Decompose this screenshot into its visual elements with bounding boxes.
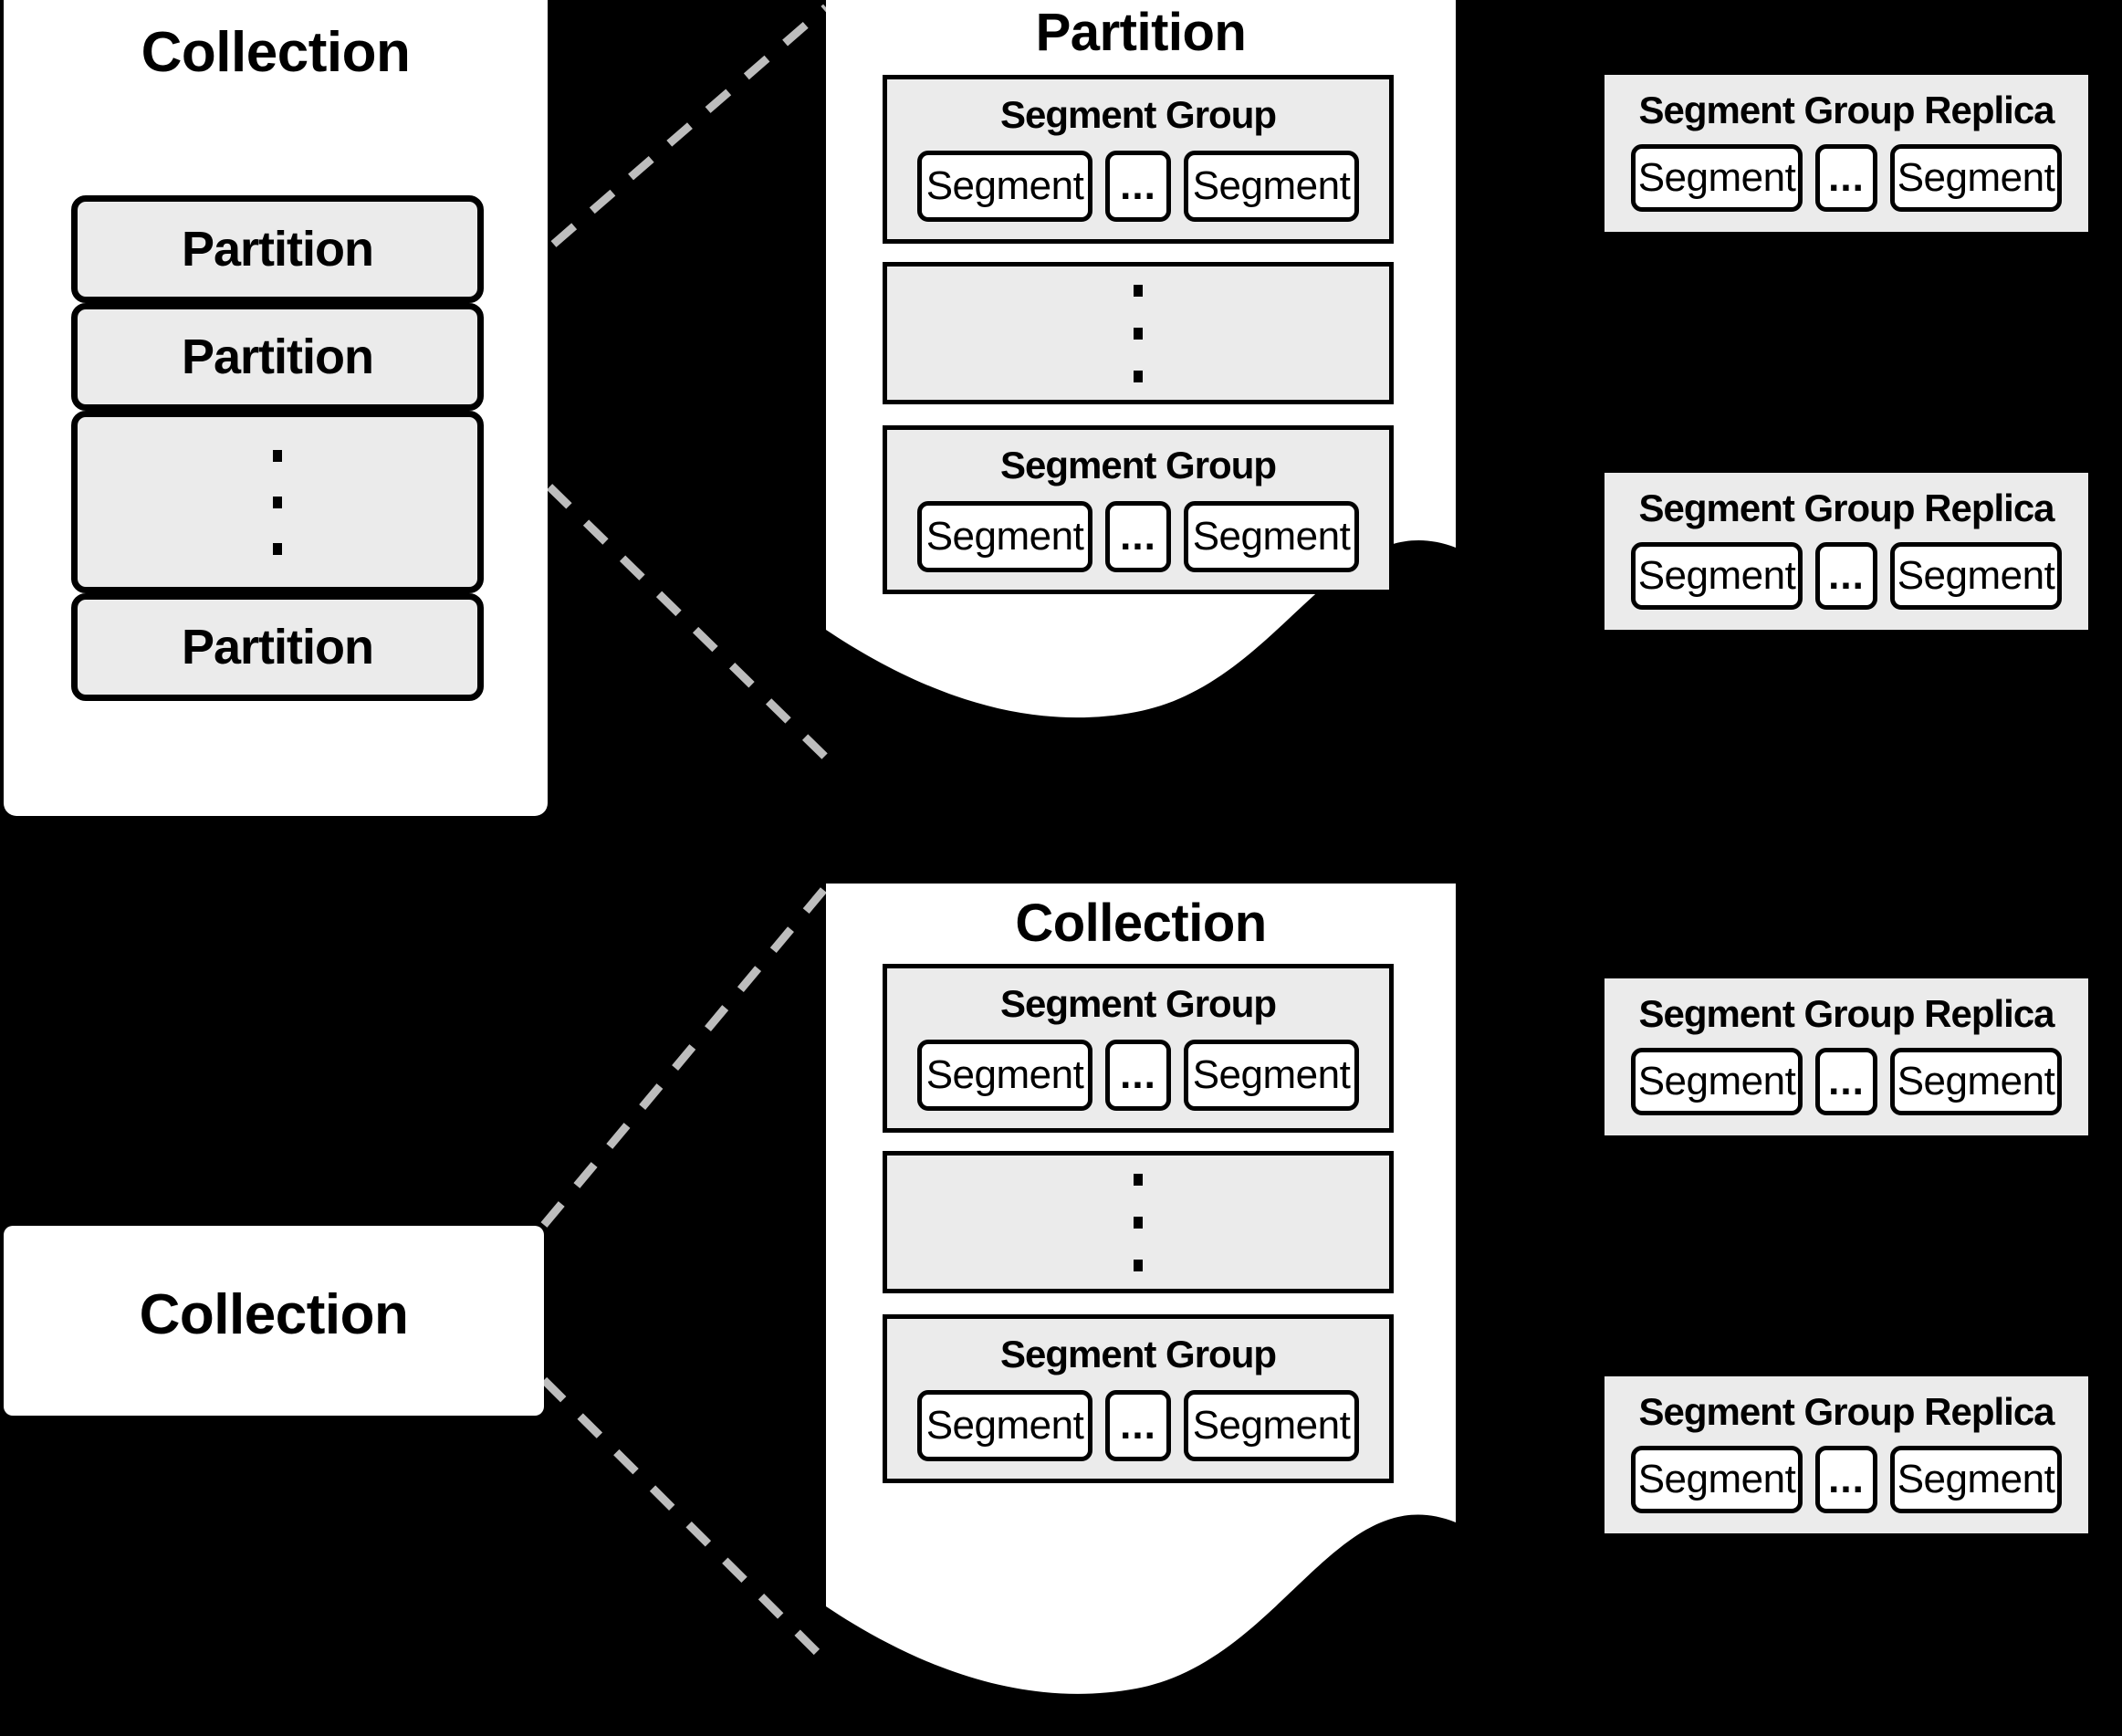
- segment-label: Segment: [1637, 1457, 1796, 1501]
- bottom-collection-title: Collection: [139, 1283, 409, 1346]
- top-collection-panel: Collection Partition Partition Partition: [4, 0, 548, 816]
- partition-detail-panel: Partition Segment Group Segment ... Segm…: [826, 0, 1456, 812]
- partition-segment-group-1[interactable]: Segment Group Segment ... Segment: [883, 75, 1394, 244]
- segment-box[interactable]: Segment: [1631, 1048, 1803, 1115]
- segment-label: Segment: [1897, 1457, 2055, 1501]
- partition-segment-group-1-title: Segment Group: [999, 93, 1277, 136]
- partition-segment-group-2-title: Segment Group: [999, 444, 1277, 486]
- segment-label: Segment: [1897, 1059, 2055, 1103]
- segment-box[interactable]: Segment: [1890, 144, 2062, 212]
- segment-ellipsis-label: ...: [1120, 1403, 1156, 1448]
- connector-collection-top: [540, 884, 830, 1228]
- vertical-ellipsis-icon: [887, 267, 1389, 400]
- collection-segment-group-1[interactable]: Segment Group Segment ... Segment: [883, 964, 1394, 1133]
- segment-box[interactable]: Segment: [1631, 1446, 1803, 1513]
- segment-box[interactable]: Segment: [917, 151, 1092, 222]
- segment-ellipsis-label: ...: [1828, 155, 1865, 200]
- segment-ellipsis: ...: [1815, 144, 1877, 212]
- segment-group-replica-4[interactable]: Segment Group Replica Segment ... Segmen…: [1605, 1376, 2088, 1533]
- segment-label: Segment: [1192, 1403, 1351, 1448]
- partition-item-2-label: Partition: [181, 329, 374, 384]
- segment-ellipsis-label: ...: [1120, 163, 1156, 208]
- segment-box[interactable]: Segment: [917, 501, 1092, 572]
- segment-label: Segment: [925, 514, 1084, 559]
- segment-ellipsis-label: ...: [1828, 553, 1865, 598]
- partition-segment-group-ellipsis: [883, 262, 1394, 404]
- collection-segment-group-2[interactable]: Segment Group Segment ... Segment: [883, 1314, 1394, 1483]
- segment-label: Segment: [1897, 553, 2055, 598]
- partition-item-2[interactable]: Partition: [71, 303, 484, 411]
- bottom-collection-box[interactable]: Collection: [4, 1226, 544, 1416]
- segment-group-replica-2[interactable]: Segment Group Replica Segment ... Segmen…: [1605, 473, 2088, 630]
- collection-detail-title: Collection: [1015, 894, 1267, 953]
- connector-collection-bottom: [540, 1376, 830, 1665]
- segment-box[interactable]: Segment: [1184, 501, 1359, 572]
- segment-label: Segment: [925, 1403, 1084, 1448]
- segment-ellipsis-label: ...: [1828, 1457, 1865, 1501]
- segment-ellipsis-label: ...: [1120, 1052, 1156, 1097]
- segment-group-replica-1-title: Segment Group Replica: [1638, 89, 2054, 131]
- segment-label: Segment: [925, 163, 1084, 208]
- collection-segment-group-ellipsis: [883, 1151, 1394, 1293]
- segment-ellipsis: ...: [1105, 501, 1171, 572]
- partition-item-3-label: Partition: [181, 620, 374, 675]
- vertical-ellipsis-icon: [887, 1156, 1389, 1289]
- partition-item-ellipsis: [71, 411, 484, 593]
- segment-box[interactable]: Segment: [917, 1390, 1092, 1461]
- segment-group-replica-4-title: Segment Group Replica: [1638, 1390, 2054, 1433]
- partition-item-1[interactable]: Partition: [71, 195, 484, 303]
- segment-ellipsis-label: ...: [1120, 514, 1156, 559]
- segment-box[interactable]: Segment: [1184, 1040, 1359, 1111]
- top-collection-title: Collection: [141, 21, 411, 84]
- segment-ellipsis: ...: [1105, 1390, 1171, 1461]
- vertical-ellipsis-icon: [78, 417, 477, 587]
- partition-detail-title: Partition: [1035, 3, 1247, 62]
- segment-group-replica-3[interactable]: Segment Group Replica Segment ... Segmen…: [1605, 978, 2088, 1135]
- collection-segment-group-1-title: Segment Group: [999, 982, 1277, 1025]
- partition-item-1-label: Partition: [181, 222, 374, 277]
- segment-label: Segment: [1637, 553, 1796, 598]
- segment-ellipsis: ...: [1815, 542, 1877, 610]
- segment-label: Segment: [1637, 155, 1796, 200]
- segment-group-replica-3-title: Segment Group Replica: [1638, 992, 2054, 1035]
- segment-label: Segment: [1192, 514, 1351, 559]
- segment-ellipsis-label: ...: [1828, 1059, 1865, 1103]
- partition-item-3[interactable]: Partition: [71, 593, 484, 701]
- segment-ellipsis: ...: [1105, 1040, 1171, 1111]
- segment-box[interactable]: Segment: [917, 1040, 1092, 1111]
- segment-group-replica-2-title: Segment Group Replica: [1638, 486, 2054, 529]
- partition-segment-group-2[interactable]: Segment Group Segment ... Segment: [883, 425, 1394, 594]
- collection-detail-panel: Collection Segment Group Segment ... Seg…: [826, 884, 1456, 1736]
- segment-box[interactable]: Segment: [1184, 151, 1359, 222]
- segment-box[interactable]: Segment: [1890, 542, 2062, 610]
- segment-group-replica-1[interactable]: Segment Group Replica Segment ... Segmen…: [1605, 75, 2088, 232]
- segment-ellipsis: ...: [1105, 151, 1171, 222]
- collection-segment-group-2-title: Segment Group: [999, 1333, 1277, 1375]
- segment-box[interactable]: Segment: [1631, 144, 1803, 212]
- segment-ellipsis: ...: [1815, 1048, 1877, 1115]
- segment-label: Segment: [1192, 163, 1351, 208]
- segment-label: Segment: [1637, 1059, 1796, 1103]
- segment-label: Segment: [1192, 1052, 1351, 1097]
- segment-label: Segment: [925, 1052, 1084, 1097]
- segment-ellipsis: ...: [1815, 1446, 1877, 1513]
- segment-box[interactable]: Segment: [1631, 542, 1803, 610]
- segment-box[interactable]: Segment: [1890, 1048, 2062, 1115]
- segment-label: Segment: [1897, 155, 2055, 200]
- segment-box[interactable]: Segment: [1184, 1390, 1359, 1461]
- segment-box[interactable]: Segment: [1890, 1446, 2062, 1513]
